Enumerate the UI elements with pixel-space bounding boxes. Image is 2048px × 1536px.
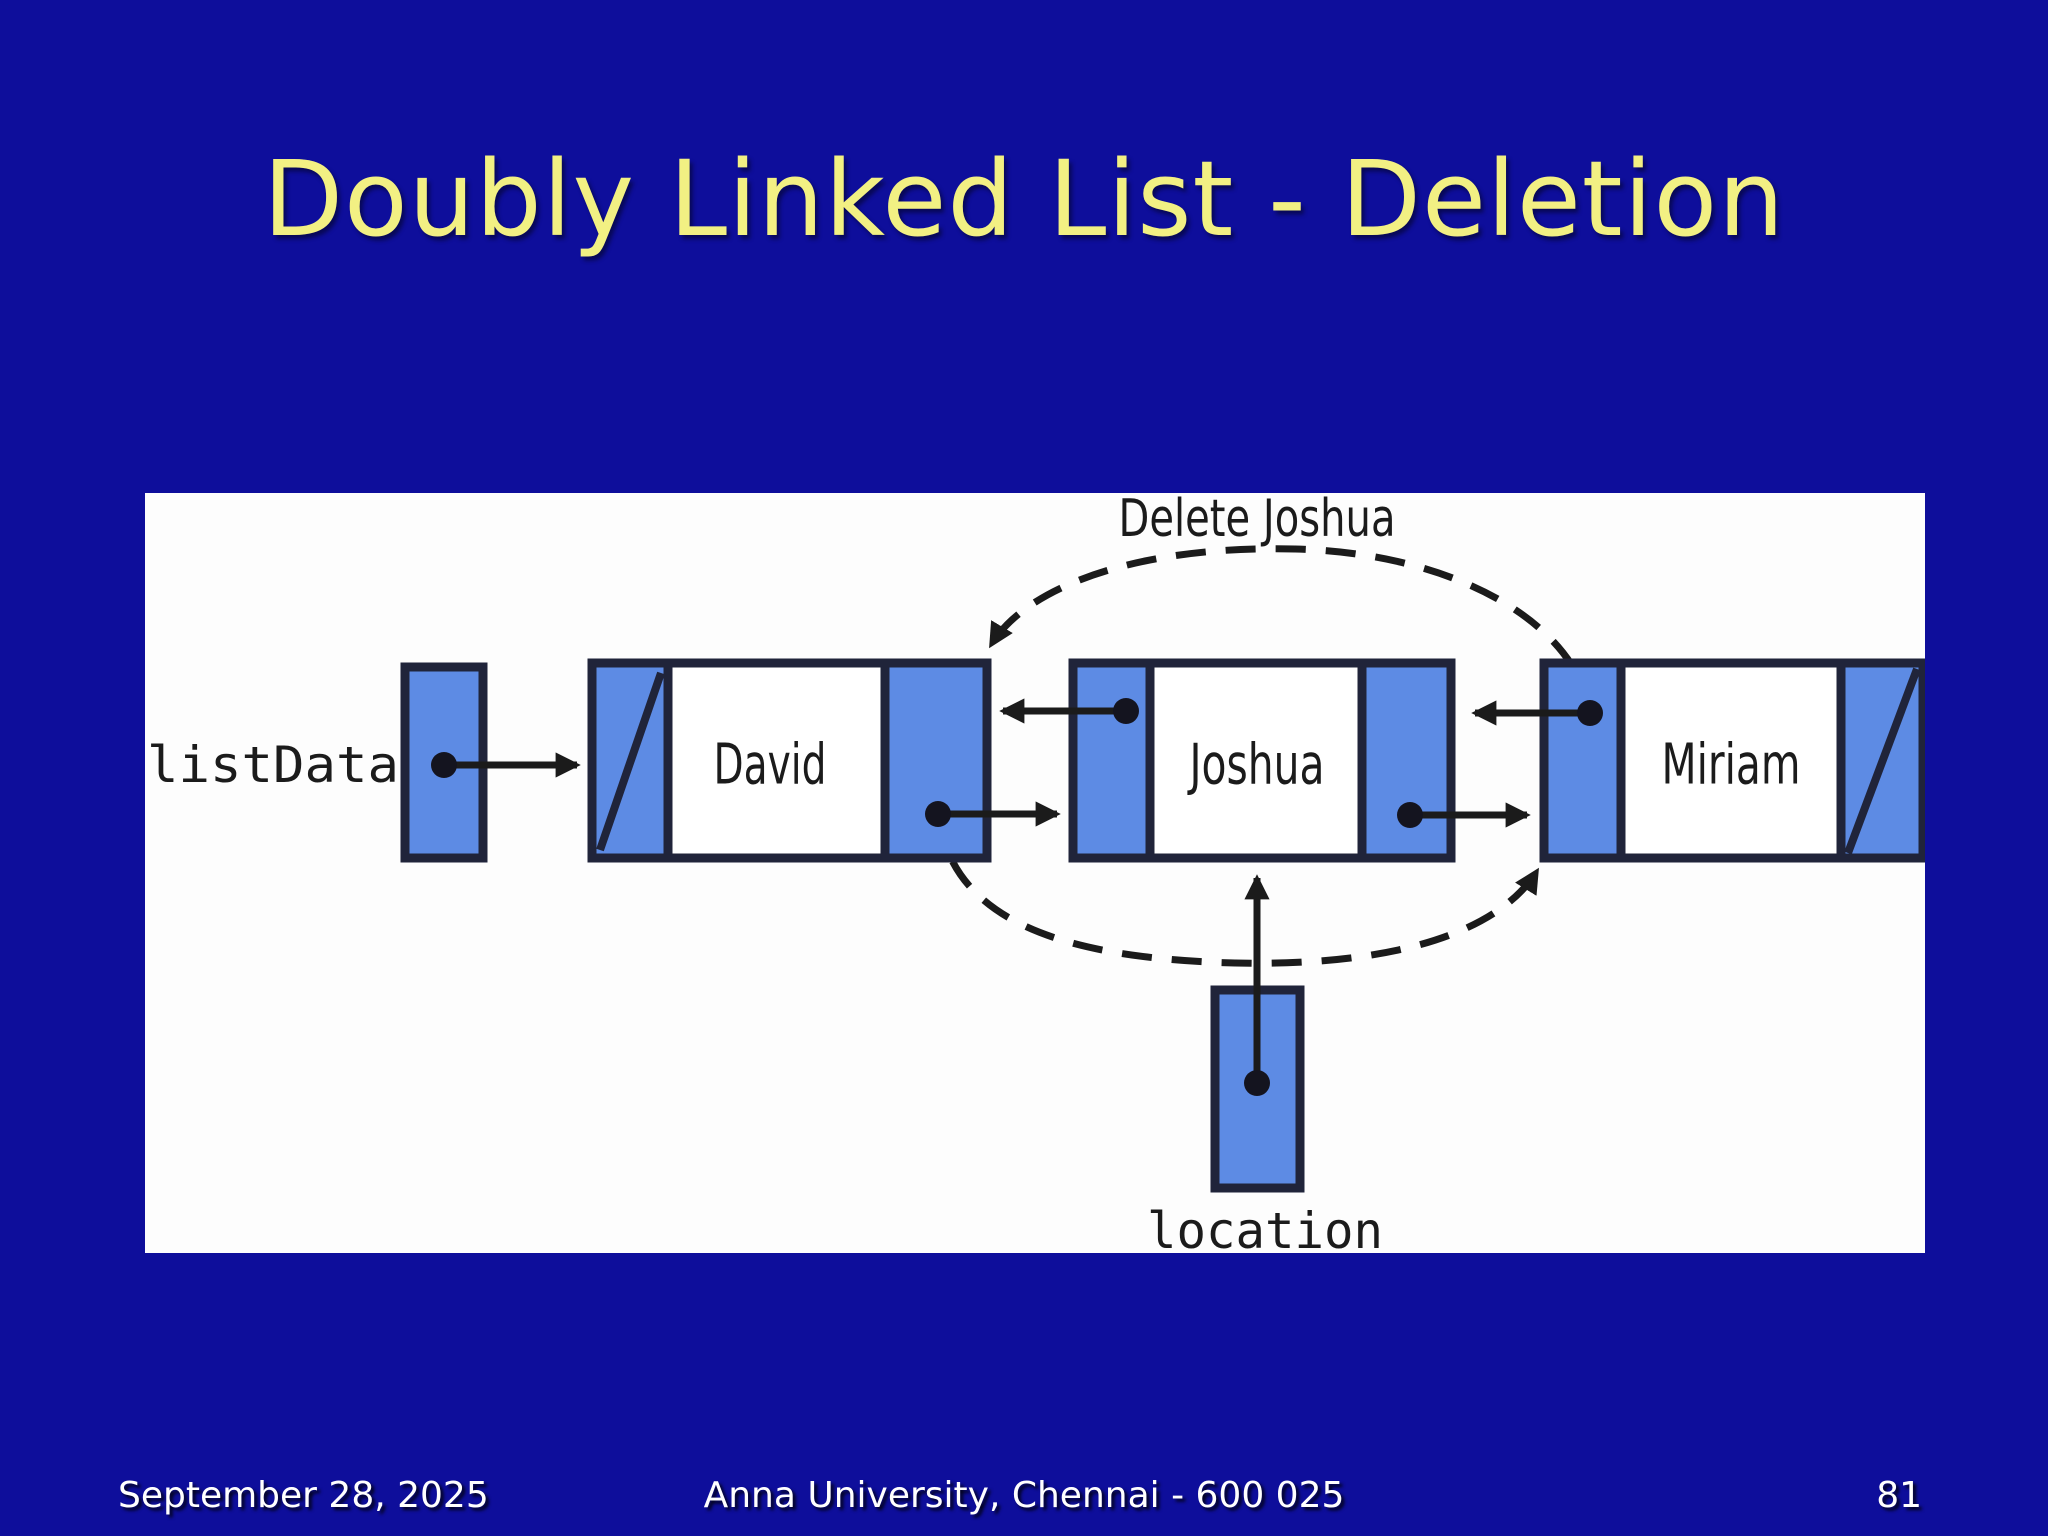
linked-list-diagram: Delete Joshua listData David — [147, 493, 1925, 1253]
david-label: David — [714, 733, 827, 798]
david-next-dot — [925, 801, 951, 827]
linked-list-figure: Delete Joshua listData David — [145, 493, 1925, 1253]
location-label: location — [1147, 1202, 1383, 1253]
david-outline — [587, 658, 992, 863]
node-joshua: Joshua — [1068, 658, 1456, 863]
slide-footer: September 28, 2025 Anna University, Chen… — [0, 1475, 2048, 1525]
footer-institution: Anna University, Chennai - 600 025 — [703, 1475, 1345, 1516]
david-null-back-slash — [596, 671, 665, 852]
listdata-label: listData — [147, 736, 399, 794]
joshua-next-dot — [1397, 802, 1423, 828]
slide-title: Doubly Linked List - Deletion — [262, 138, 1786, 260]
dashed-arc-miriam-back-to-david — [987, 545, 1594, 712]
miriam-label: Miriam — [1662, 733, 1801, 798]
david-next-cell — [885, 663, 987, 858]
listdata-dot — [431, 752, 457, 778]
miriam-outline — [1539, 658, 1925, 863]
joshua-next-cell — [1362, 663, 1451, 858]
node-miriam: Miriam — [1539, 658, 1925, 863]
node-david: David — [587, 658, 992, 863]
miriam-back-cell — [1544, 663, 1621, 858]
dashed-arc-david-next-to-miriam — [934, 813, 1540, 967]
miriam-back-dot — [1577, 700, 1603, 726]
location-dot — [1244, 1070, 1270, 1096]
footer-page-number: 81 — [1876, 1475, 1922, 1516]
joshua-label: Joshua — [1187, 733, 1324, 798]
miriam-null-next-slash — [1844, 667, 1921, 855]
joshua-outline — [1068, 658, 1456, 863]
footer-date: September 28, 2025 — [118, 1475, 489, 1516]
figure-caption: Delete Joshua — [1119, 493, 1396, 549]
joshua-back-cell — [1073, 663, 1150, 858]
joshua-back-dot — [1113, 698, 1139, 724]
